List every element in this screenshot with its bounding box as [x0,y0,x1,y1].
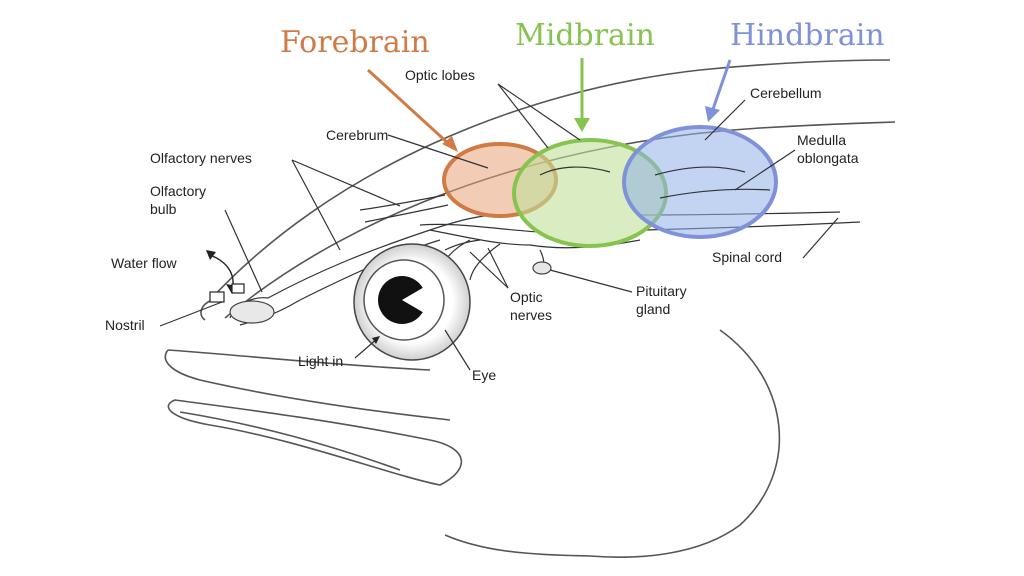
pituitary-gland-label-line2: gland [636,301,670,317]
optic-nerves-label-line2: nerves [510,307,552,323]
olfactory-nerves-label: Olfactory nerves [150,150,252,166]
brain-detail-lines [539,166,771,199]
forebrain-arrow [366,68,458,152]
forebrain-title: Forebrain [280,25,430,60]
olfactory-bulb-label-line2: bulb [150,201,177,217]
water-flow-arrow [206,250,245,303]
light-in-label: Light in [298,353,343,369]
pituitary-gland-label-line1: Pituitary [636,283,687,299]
optic-nerves-label-line1: Optic [510,289,543,305]
brain-structure [229,194,861,326]
leader-lines [159,83,839,371]
cerebellum-label: Cerebellum [750,85,822,101]
spinal-cord-label: Spinal cord [712,249,782,265]
nostril-label: Nostril [105,317,145,333]
hindbrain-arrow [705,59,732,122]
eye-illustration [353,239,481,361]
midbrain-title: Midbrain [515,18,655,53]
midbrain-arrow [574,58,590,132]
water-flow-label: Water flow [111,255,177,271]
olfactory-bulb-label-line1: Olfactory [150,183,206,199]
fish-head-outline [164,59,896,558]
optic-lobes-label: Optic lobes [405,67,475,83]
hindbrain-region [622,125,778,239]
cerebrum-label: Cerebrum [326,127,388,143]
medulla-oblongata-label-line2: oblongata [797,150,859,166]
medulla-oblongata-label-line1: Medulla [797,132,846,148]
hindbrain-title: Hindbrain [730,18,885,53]
eye-label: Eye [472,367,496,383]
